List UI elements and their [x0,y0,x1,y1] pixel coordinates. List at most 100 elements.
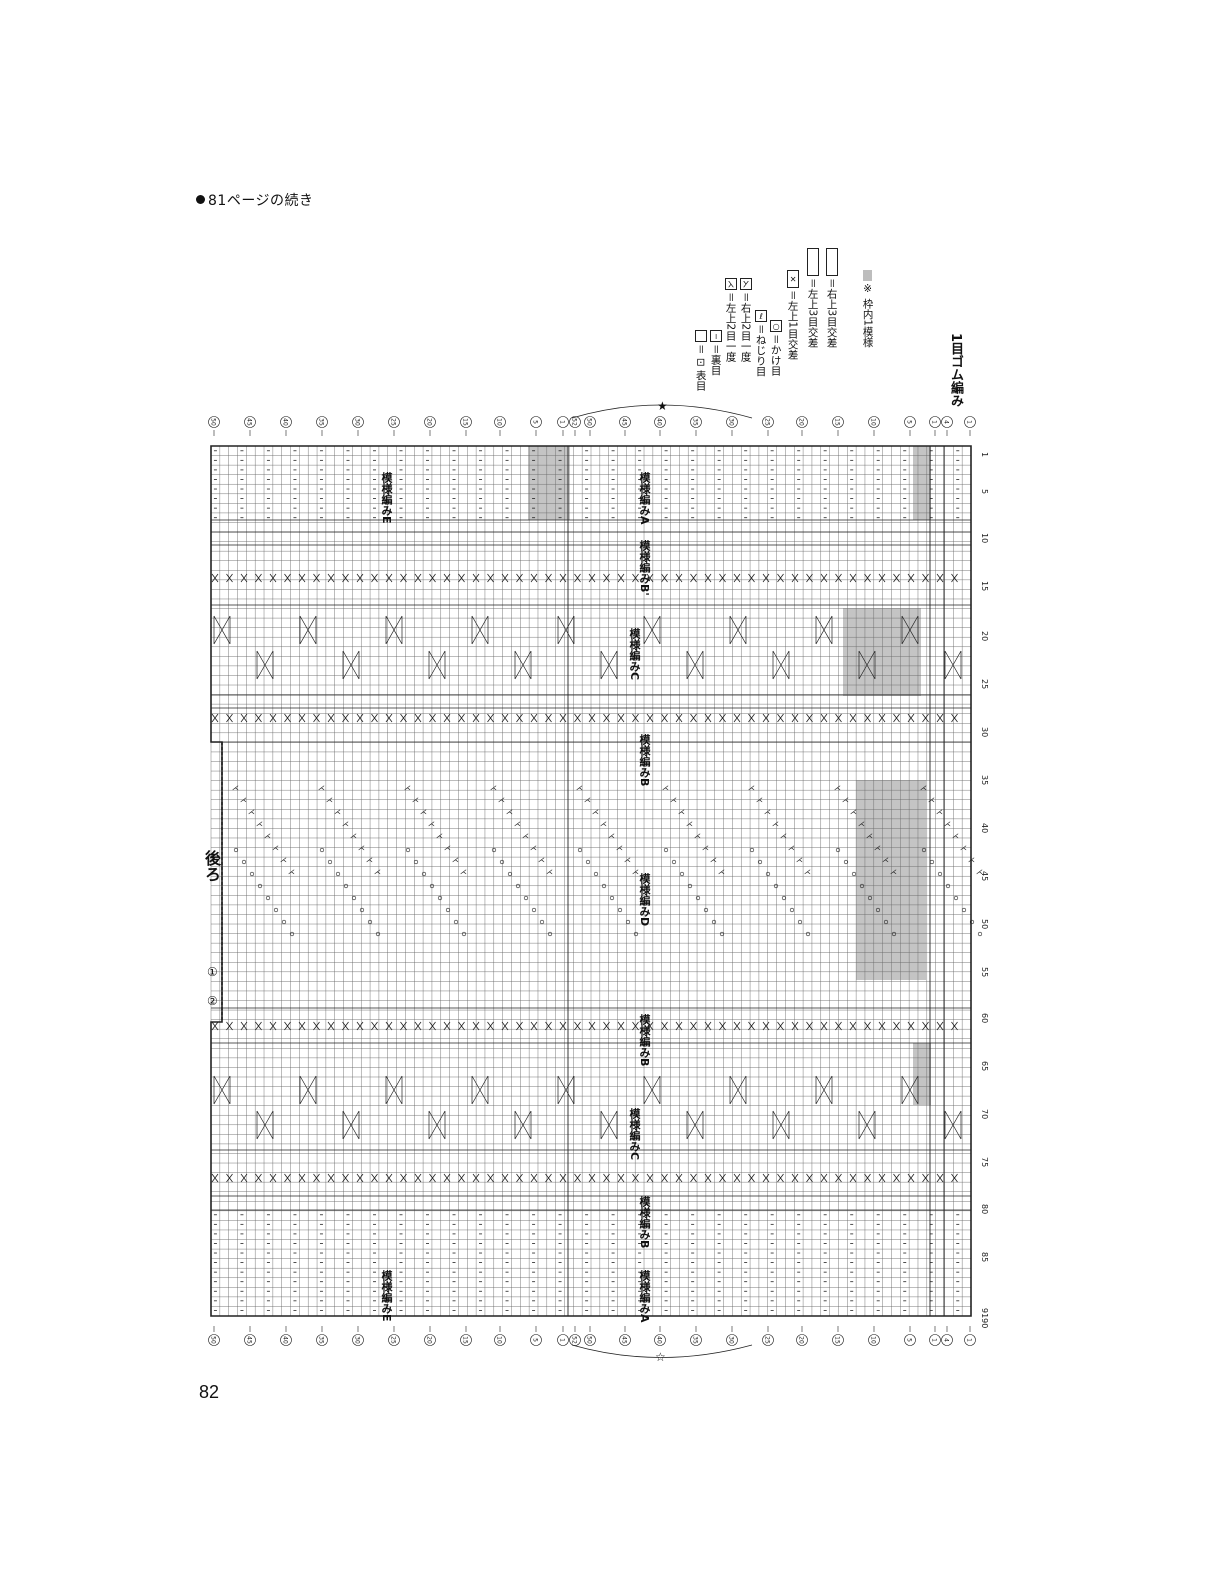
cross-mark [400,573,407,583]
stitch-symbols: ⋌⋌⋌⋌⋌⋌⋌⋌⋌⋌⋌⋌⋌⋌⋌⋌⋌⋌⋌⋌⋌⋌⋌⋌⋌⋌⋌⋌⋌⋌⋌⋌⋌⋌⋌⋌⋌⋌⋌⋌… [211,450,983,1311]
cross-mark [443,1021,451,1031]
cross-mark [211,1021,219,1031]
pattern-label-c-bottom: 模様編みC [628,1108,641,1161]
stitch-number-label: 70 [980,1109,989,1119]
row-label-circle [796,1334,808,1346]
k2tog-mark: ⋌ [952,832,959,840]
stitch-number-label: 20 [980,631,989,641]
k2tog-symbol-icon: ⋌ [724,278,737,290]
cross-mark [516,1173,523,1183]
yarn-over-mark [945,883,951,889]
row-label-circle [352,416,364,428]
row-label-circle [208,416,220,428]
cross-mark [269,1173,277,1183]
row-label-bottom: 10 [496,1336,503,1344]
stitch-number-label: 1 [980,452,989,457]
k2tog-mark: ⋌ [514,820,521,828]
row-label-circle [832,416,844,428]
cross-mark [878,713,886,723]
stitch-number-label: 15 [980,581,989,591]
k2tog-mark: ⋌ [748,784,755,792]
k2tog-mark: ⋌ [264,832,271,840]
row-label-circle [654,416,666,428]
cross-mark [472,573,480,583]
pattern-label-b-1: 模様編みB [638,734,651,787]
stitch-number-label: 9190 [980,1308,989,1328]
yarn-over-mark [609,895,615,901]
cross-mark [849,1173,857,1183]
cable-mark [428,650,446,680]
cross-mark [864,573,871,583]
cross-mark [835,1173,842,1183]
cross-mark [269,713,277,723]
cross-mark [675,1173,683,1183]
row-label-circle [280,1334,292,1346]
cross-mark [516,573,523,583]
yarn-over-mark [499,859,505,865]
yarn-over-mark [805,931,811,937]
cross-mark [748,713,755,723]
k2tog-mark: ⋌ [624,856,631,864]
yarn-over-mark [797,919,803,925]
k2tog-mark: ⋌ [358,844,365,852]
cross-mark [516,1021,523,1031]
yarn-over-mark [547,931,553,937]
cable-mark [428,1110,446,1140]
k2tog-mark: ⋌ [882,856,889,864]
cross-mark [574,1021,581,1031]
yarn-over-mark [633,931,639,937]
cross-mark [530,1173,538,1183]
cross-mark [559,573,567,583]
yarn-over-symbol-icon: ○ [769,320,782,332]
k2tog-mark: ⋌ [960,844,967,852]
row-label-circle [494,1334,506,1346]
cross-mark [661,1021,668,1031]
row-label-bottom: 30 [728,1336,735,1344]
cross-mark [690,1021,697,1031]
k2tog-mark: ⋌ [936,808,943,816]
cross-mark [762,1021,770,1031]
k2tog-mark: ⋌ [256,820,263,828]
star-open-marker: ☆ [655,1350,666,1364]
cross-mark [385,713,393,723]
cable-mark [600,1110,618,1140]
cable-mark [256,1110,274,1140]
cable-mark [299,615,317,645]
cross-mark [356,1173,364,1183]
cross-mark [501,1021,509,1031]
row-label-circle [316,416,328,428]
row-label-bottom: 50 [586,1336,593,1344]
cross-mark [661,573,668,583]
cross-mark [922,573,929,583]
yarn-over-mark [289,931,295,937]
cross-mark [922,1021,929,1031]
row-label-top: 5 [532,420,539,424]
cross-mark [632,713,639,723]
row-label-top: 20 [798,418,805,426]
cross-mark [907,713,915,723]
cross-mark [893,713,900,723]
cable-mark [471,615,489,645]
legend-item-purl: −＝裏目 [709,330,722,376]
row-label-bottom: 52 [571,1336,578,1344]
cross-mark [327,1021,335,1031]
row-label-circle [904,1334,916,1346]
k2tog-mark: ⋌ [576,784,583,792]
cable-mark [944,1110,962,1140]
k2tog-mark: ⋌ [976,868,983,876]
cross-mark [356,1021,364,1031]
cross-mark [255,1021,262,1031]
page-number: 82 [199,1382,220,1402]
cross-mark [211,1173,219,1183]
cross-mark [371,1021,378,1031]
row-label-bottom: 1 [966,1338,973,1342]
row-label-circle [530,1334,542,1346]
cable-mark [815,1075,833,1105]
twisted-knit-symbol-icon: ℓ [754,310,767,322]
row-label-top: 4 [943,420,950,424]
pattern-label-b-2: 模様編みB [638,1014,651,1067]
cross-mark [791,713,799,723]
legend-item-knit: ＝ ⊡ 表目 [694,330,707,391]
row-label-top: 25 [764,418,771,426]
row-label-bottom: 25 [764,1336,771,1344]
